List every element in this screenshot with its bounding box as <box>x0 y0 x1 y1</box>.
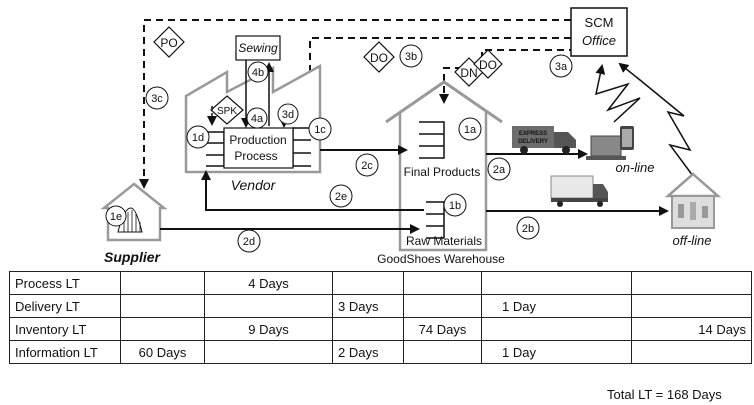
svg-text:1e: 1e <box>110 211 122 223</box>
step-2b: 2b <box>517 217 539 239</box>
svg-text:3b: 3b <box>405 51 417 63</box>
step-4b: 4b <box>248 62 268 82</box>
cell <box>404 295 482 318</box>
cell <box>205 295 333 318</box>
doc-do-1: DO <box>364 42 394 72</box>
cell: 4 Days <box>205 272 333 295</box>
cell <box>482 272 632 295</box>
cell <box>121 318 205 341</box>
svg-text:2d: 2d <box>243 236 255 248</box>
supply-chain-diagram: SCM Office PO DO DN DO Sewing Vendor Pro… <box>0 0 754 268</box>
svg-text:EXPRESS: EXPRESS <box>519 131 547 137</box>
step-markers: 3c 3b 3a 4b 4a 3d 1d 1c 1a 2c 2a 2e 1b 2… <box>106 45 572 252</box>
step-1b: 1b <box>444 194 466 216</box>
offline-label: off-line <box>672 233 711 248</box>
cell <box>404 341 482 364</box>
express-truck-icon: EXPRESS DELIVERY <box>512 126 576 154</box>
truck-icon <box>551 176 608 207</box>
step-1d: 1d <box>187 126 209 148</box>
step-1e: 1e <box>106 206 126 226</box>
online-label: on-line <box>615 160 654 175</box>
production-label-1: Production <box>229 133 286 147</box>
lead-time-table: Process LT 4 Days Delivery LT 3 Days 1 D… <box>9 271 752 364</box>
row-label: Process LT <box>10 272 121 295</box>
vendor-label: Vendor <box>231 177 277 193</box>
table-row-process: Process LT 4 Days <box>10 272 752 295</box>
svg-text:3a: 3a <box>555 61 568 73</box>
step-3a: 3a <box>550 55 572 77</box>
svg-text:DO: DO <box>370 51 388 65</box>
step-4a: 4a <box>247 108 267 128</box>
step-3c: 3c <box>146 87 168 109</box>
svg-text:SPK: SPK <box>217 106 237 117</box>
production-label-2: Process <box>234 149 277 163</box>
svg-text:1a: 1a <box>464 124 477 136</box>
scm-label: SCM <box>585 15 614 30</box>
flow-3b-vendor <box>310 38 571 105</box>
svg-text:3d: 3d <box>282 109 294 121</box>
svg-text:3c: 3c <box>151 93 163 105</box>
row-label: Information LT <box>10 341 121 364</box>
step-2c: 2c <box>356 154 378 176</box>
table-row-delivery: Delivery LT 3 Days 1 Day <box>10 295 752 318</box>
cell <box>205 341 333 364</box>
final-products-label: Final Products <box>404 165 481 179</box>
svg-text:2e: 2e <box>335 191 347 203</box>
cell: 74 Days <box>404 318 482 341</box>
online-shop-icon: on-line <box>586 126 655 175</box>
svg-text:1b: 1b <box>449 200 461 212</box>
supplier-label: Supplier <box>104 249 162 265</box>
table-row-inventory: Inventory LT 9 Days 74 Days 14 Days <box>10 318 752 341</box>
step-1c: 1c <box>309 118 331 140</box>
warehouse-label: GoodShoes Warehouse <box>377 252 505 266</box>
cell <box>482 318 632 341</box>
cell: 3 Days <box>333 295 404 318</box>
svg-text:DN: DN <box>460 66 477 80</box>
svg-text:4b: 4b <box>252 67 264 79</box>
step-2e: 2e <box>330 185 352 207</box>
svg-text:DELIVERY: DELIVERY <box>518 139 548 145</box>
cell: 2 Days <box>333 341 404 364</box>
cell <box>121 272 205 295</box>
cell <box>333 318 404 341</box>
table-row-information: Information LT 60 Days 2 Days 1 Day <box>10 341 752 364</box>
cell <box>121 295 205 318</box>
scm-office: SCM Office <box>571 8 627 56</box>
svg-text:2a: 2a <box>493 164 506 176</box>
row-label: Delivery LT <box>10 295 121 318</box>
cell <box>404 272 482 295</box>
cell <box>632 272 752 295</box>
cell: 1 Day <box>482 341 632 364</box>
offline-store: off-line <box>668 174 718 248</box>
svg-text:PO: PO <box>160 36 177 50</box>
svg-text:2b: 2b <box>522 223 534 235</box>
office-label: Office <box>582 33 616 48</box>
svg-text:1d: 1d <box>192 132 204 144</box>
goodshoes-warehouse: Final Products Raw Materials GoodShoes W… <box>377 82 505 266</box>
step-2d: 2d <box>238 230 260 252</box>
cell: 60 Days <box>121 341 205 364</box>
cell <box>632 295 752 318</box>
step-2a: 2a <box>488 158 510 180</box>
svg-text:2c: 2c <box>361 160 373 172</box>
cell: 1 Day <box>482 295 632 318</box>
cell <box>632 341 752 364</box>
cell <box>333 272 404 295</box>
step-3d: 3d <box>278 104 298 124</box>
svg-text:1c: 1c <box>314 124 326 136</box>
cell: 14 Days <box>632 318 752 341</box>
total-lead-time: Total LT = 168 Days <box>607 387 722 402</box>
row-label: Inventory LT <box>10 318 121 341</box>
step-1a: 1a <box>459 118 481 140</box>
step-3b: 3b <box>400 45 422 67</box>
raw-materials-label: Raw Materials <box>406 234 482 248</box>
cell: 9 Days <box>205 318 333 341</box>
svg-text:4a: 4a <box>251 113 264 125</box>
svg-text:DO: DO <box>479 58 497 72</box>
doc-po: PO <box>154 27 184 57</box>
sewing-label: Sewing <box>238 41 278 55</box>
